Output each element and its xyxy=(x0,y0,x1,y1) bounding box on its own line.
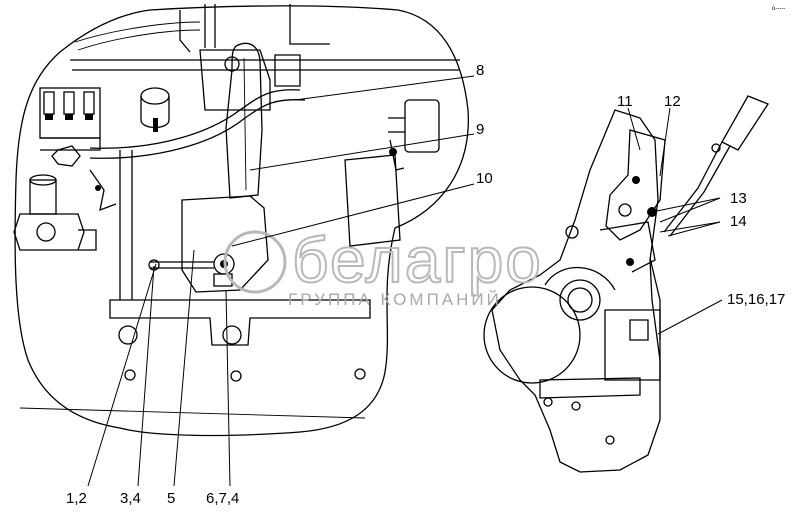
callout-5: 5 xyxy=(167,490,175,507)
callout-13: 13 xyxy=(730,190,747,207)
small-bolt xyxy=(95,185,101,191)
watermark-subtitle: ГРУППА КОМПАНИЙ xyxy=(288,290,502,309)
right-plate xyxy=(604,309,661,381)
callout-1-2: 1,2 xyxy=(66,490,87,507)
right-bolt xyxy=(629,319,649,341)
watermark: белагро ГРУППА КОМПАНИЙ xyxy=(223,223,543,309)
round-housing xyxy=(483,266,616,384)
left-assembly-outline xyxy=(14,5,469,437)
callout-labels: 8 9 10 11 12 13 14 15,16,17 1,2 3,4 5 6,… xyxy=(66,62,785,507)
fuel-line-long xyxy=(89,89,301,149)
lever-housing xyxy=(181,195,269,293)
pipe-vertical-1 xyxy=(179,10,191,53)
bottom-bolt-2 xyxy=(571,401,581,411)
bolt-hole-2 xyxy=(230,370,242,382)
fuel-pipe-upper xyxy=(74,21,201,43)
frame-bottom-line xyxy=(19,407,366,419)
pedal-lever xyxy=(225,42,263,199)
callout-10: 10 xyxy=(476,170,493,187)
leader-lines xyxy=(87,75,723,487)
connector-right xyxy=(388,99,440,171)
callout-15-16-17: 15,16,17 xyxy=(727,291,785,308)
small-bracket xyxy=(89,169,117,212)
fuel-line-long-2 xyxy=(89,98,306,159)
side-box xyxy=(344,154,401,247)
shift-linkage xyxy=(599,129,666,340)
callout-14: 14 xyxy=(730,213,747,230)
bottom-bolt-3 xyxy=(605,435,615,445)
pipe-vertical-4 xyxy=(289,4,330,45)
pivot-bolt xyxy=(565,225,579,239)
watermark-brand: белагро xyxy=(292,224,543,296)
right-assembly-outline xyxy=(491,109,661,473)
filter-cup xyxy=(140,87,170,132)
left-assembly xyxy=(13,4,469,437)
callout-8: 8 xyxy=(476,62,484,79)
callout-6-7-4: 6,7,4 xyxy=(206,490,239,507)
corner-mark: o----- xyxy=(772,6,785,12)
callout-3-4: 3,4 xyxy=(120,490,141,507)
bottom-bolt-1 xyxy=(543,397,553,407)
injector-block xyxy=(39,87,101,151)
hex-nut-left xyxy=(51,145,81,167)
watermark-logo-icon xyxy=(223,230,287,294)
callout-12: 12 xyxy=(664,93,681,110)
bolt-hole-1 xyxy=(124,369,136,381)
callout-11: 11 xyxy=(617,93,633,110)
bracket-top xyxy=(199,49,271,111)
bolt-hole-3 xyxy=(354,368,366,380)
valve-assembly xyxy=(13,174,97,251)
fuel-pipe-upper-2 xyxy=(77,29,201,51)
right-assembly xyxy=(483,95,769,473)
gearshift-lever xyxy=(663,95,769,237)
mounting-plate xyxy=(109,299,371,346)
bracket-plate xyxy=(274,54,301,87)
bottom-bracket xyxy=(539,377,641,399)
callout-9: 9 xyxy=(476,121,484,138)
